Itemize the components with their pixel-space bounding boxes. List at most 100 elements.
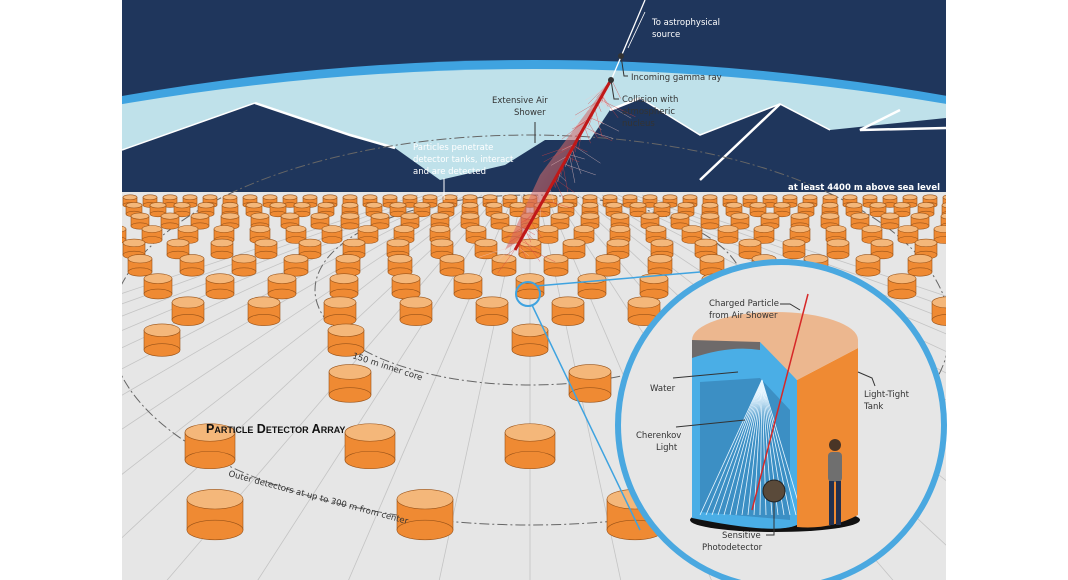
grid-line [641, 194, 946, 297]
label-tank-2: Tank [863, 402, 883, 412]
leader-line [780, 303, 801, 311]
tank-wall [797, 348, 858, 528]
mountains [122, 96, 946, 200]
person-silhouette [828, 439, 842, 525]
detector-tank [328, 364, 372, 403]
label-collision-2: atmospheric [622, 107, 675, 117]
detector-tank [639, 273, 669, 300]
grid-line [122, 194, 435, 317]
detector-tank [910, 212, 930, 230]
tank-inset [615, 259, 947, 580]
detector-tank [141, 225, 163, 244]
detector-tank [537, 225, 559, 244]
label-particles-3: and are detected [413, 167, 486, 177]
detector-tank [749, 202, 767, 218]
detector-tank [184, 423, 236, 470]
detector-tank [335, 254, 361, 277]
detector-tank [595, 254, 621, 277]
detector-tank [647, 254, 673, 277]
leader-line [857, 371, 876, 387]
detector-tank [282, 194, 298, 208]
detector-tank [179, 254, 205, 277]
detector-tank [162, 194, 178, 208]
detector-tank [391, 273, 421, 300]
leader-line [675, 419, 746, 428]
label-charged-particle-2: from Air Shower [709, 311, 778, 321]
detector-tank [931, 296, 946, 326]
label-astro-source-2: source [652, 30, 680, 40]
detector-tank [210, 238, 234, 260]
detector-tank [143, 273, 173, 300]
detector-tank [475, 296, 509, 326]
label-astro-source: To astrophysical [651, 18, 720, 28]
detector-tank [855, 254, 881, 277]
label-incoming-gamma: Incoming gamma ray [631, 73, 722, 83]
detector-tank [474, 238, 498, 260]
detector-tank [914, 238, 938, 260]
label-collision: Collision with [622, 95, 678, 105]
detector-tank [562, 238, 586, 260]
grid-line [122, 194, 459, 370]
detector-tank [127, 254, 153, 277]
leader-line [610, 79, 619, 100]
detector-tank [329, 273, 359, 300]
label-particles: Particles penetrate [413, 143, 493, 153]
detector-tank [160, 212, 180, 230]
label-altitude: at least 4400 m above sea level [788, 183, 940, 193]
detector-tank [439, 254, 465, 277]
detector-tank [220, 212, 240, 230]
air-shower [478, 0, 646, 274]
detector-tank [310, 212, 330, 230]
label-tank: Light-Tight [864, 390, 910, 400]
leader-line [672, 371, 739, 379]
label-photodetector: Sensitive [722, 531, 761, 541]
leader-line [620, 55, 628, 77]
detector-tank [642, 194, 658, 208]
grid-line [122, 194, 475, 430]
detector-tank [399, 296, 433, 326]
detector-tank [577, 273, 607, 300]
detector-tank [149, 202, 167, 218]
detector-tank [231, 254, 257, 277]
photodetector [762, 479, 786, 503]
detector-tank [396, 489, 454, 541]
detector-tank [491, 254, 517, 277]
detector-tank [171, 296, 205, 326]
detector-tank [568, 364, 612, 403]
detector-tank [681, 225, 703, 244]
detector-tank [897, 225, 919, 244]
detector-tank [387, 254, 413, 277]
detector-tank [453, 273, 483, 300]
leader-line [766, 502, 775, 536]
grid-line [122, 194, 419, 294]
detector-tank [700, 212, 720, 230]
detector-tank [267, 273, 297, 300]
grid-line [122, 194, 491, 539]
label-particles-2: detector tanks, interact [413, 155, 514, 165]
label-charged-particle: Charged Particle [709, 299, 779, 309]
grid-line [601, 194, 946, 374]
detector-tank [122, 225, 127, 244]
detector-tank [543, 254, 569, 277]
grid-line [122, 194, 443, 331]
detector-tank [254, 238, 278, 260]
label-photodetector-2: Photodetector [702, 543, 763, 553]
tank-lid [692, 312, 858, 380]
detector-tank [340, 212, 360, 230]
detector-tank [402, 194, 418, 208]
detector-tank [861, 225, 883, 244]
detector-tank [551, 296, 585, 326]
detector-tank [323, 296, 357, 326]
detector-tank [887, 273, 917, 300]
label-cherenkov: Cherenkov [636, 431, 681, 441]
label-shower: Extensive Air [492, 96, 548, 106]
outer-boundary [122, 134, 946, 526]
detector-tank [907, 254, 933, 277]
detector-tank [283, 254, 309, 277]
detector-tank [344, 423, 396, 470]
detector-tank [413, 202, 431, 218]
detector-tank [205, 273, 235, 300]
detector-tank [190, 212, 210, 230]
label-shower-2: Shower [514, 108, 546, 118]
detector-tank [186, 489, 244, 541]
